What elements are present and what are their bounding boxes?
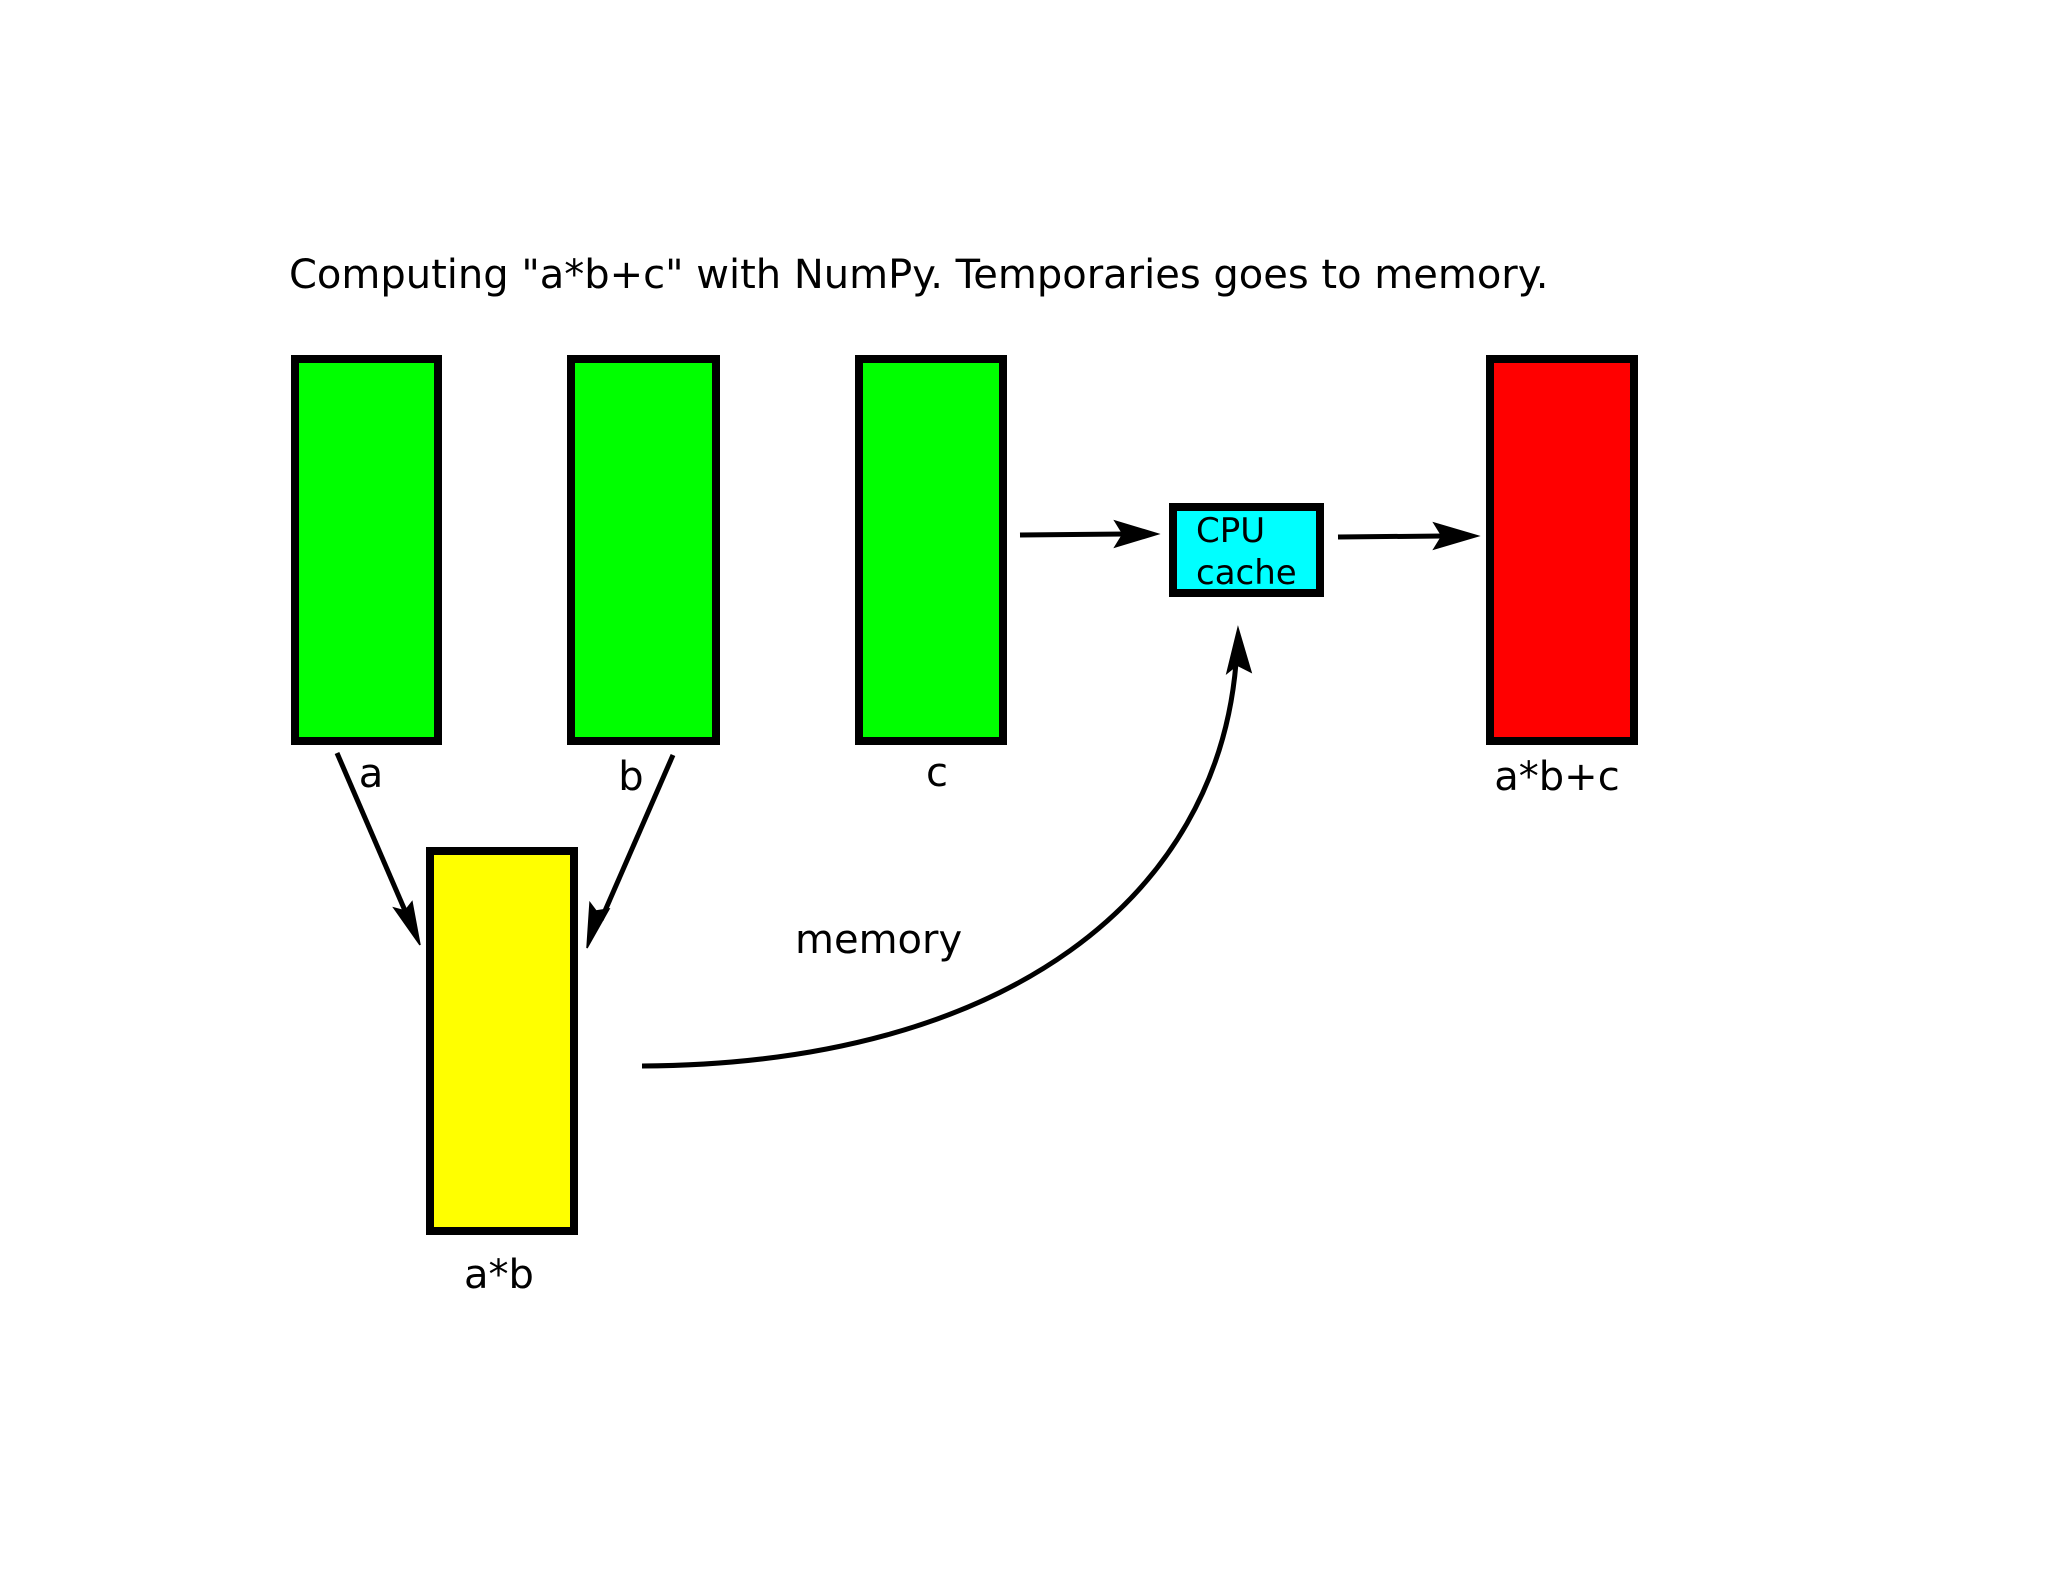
result-array-box	[1486, 355, 1638, 745]
cpu-cache-label-line2: cache	[1196, 553, 1297, 593]
array-a-box	[291, 355, 442, 745]
arrow-c-to-cache-line	[1019, 531, 1126, 538]
arrow-cache-to-result-line	[1337, 533, 1444, 540]
cpu-cache-label-line1: CPU	[1196, 511, 1265, 551]
temporary-ab-box	[426, 847, 578, 1235]
memory-label: memory	[795, 917, 962, 963]
array-c-label: c	[926, 750, 948, 796]
arrow-a-to-ab-head	[392, 900, 421, 946]
arrow-memory-to-cache-curve	[641, 662, 1239, 1069]
result-array-label: a*b+c	[1494, 754, 1619, 800]
array-b-label: b	[618, 754, 643, 800]
array-b-box	[567, 355, 720, 745]
arrow-a-to-ab-line	[334, 752, 409, 914]
array-c-box	[855, 355, 1007, 745]
arrow-b-to-ab-line	[598, 754, 676, 921]
arrow-c-to-cache-head	[1113, 519, 1161, 549]
arrow-memory-to-cache-head	[1225, 625, 1253, 675]
array-a-label: a	[359, 751, 384, 797]
arrow-b-to-ab-head	[586, 900, 611, 949]
arrow-cache-to-result-head	[1432, 521, 1481, 551]
temporary-ab-label: a*b	[464, 1252, 534, 1298]
cpu-cache-box	[1169, 503, 1324, 597]
diagram-title: Computing "a*b+c" with NumPy. Temporarie…	[289, 252, 1548, 298]
